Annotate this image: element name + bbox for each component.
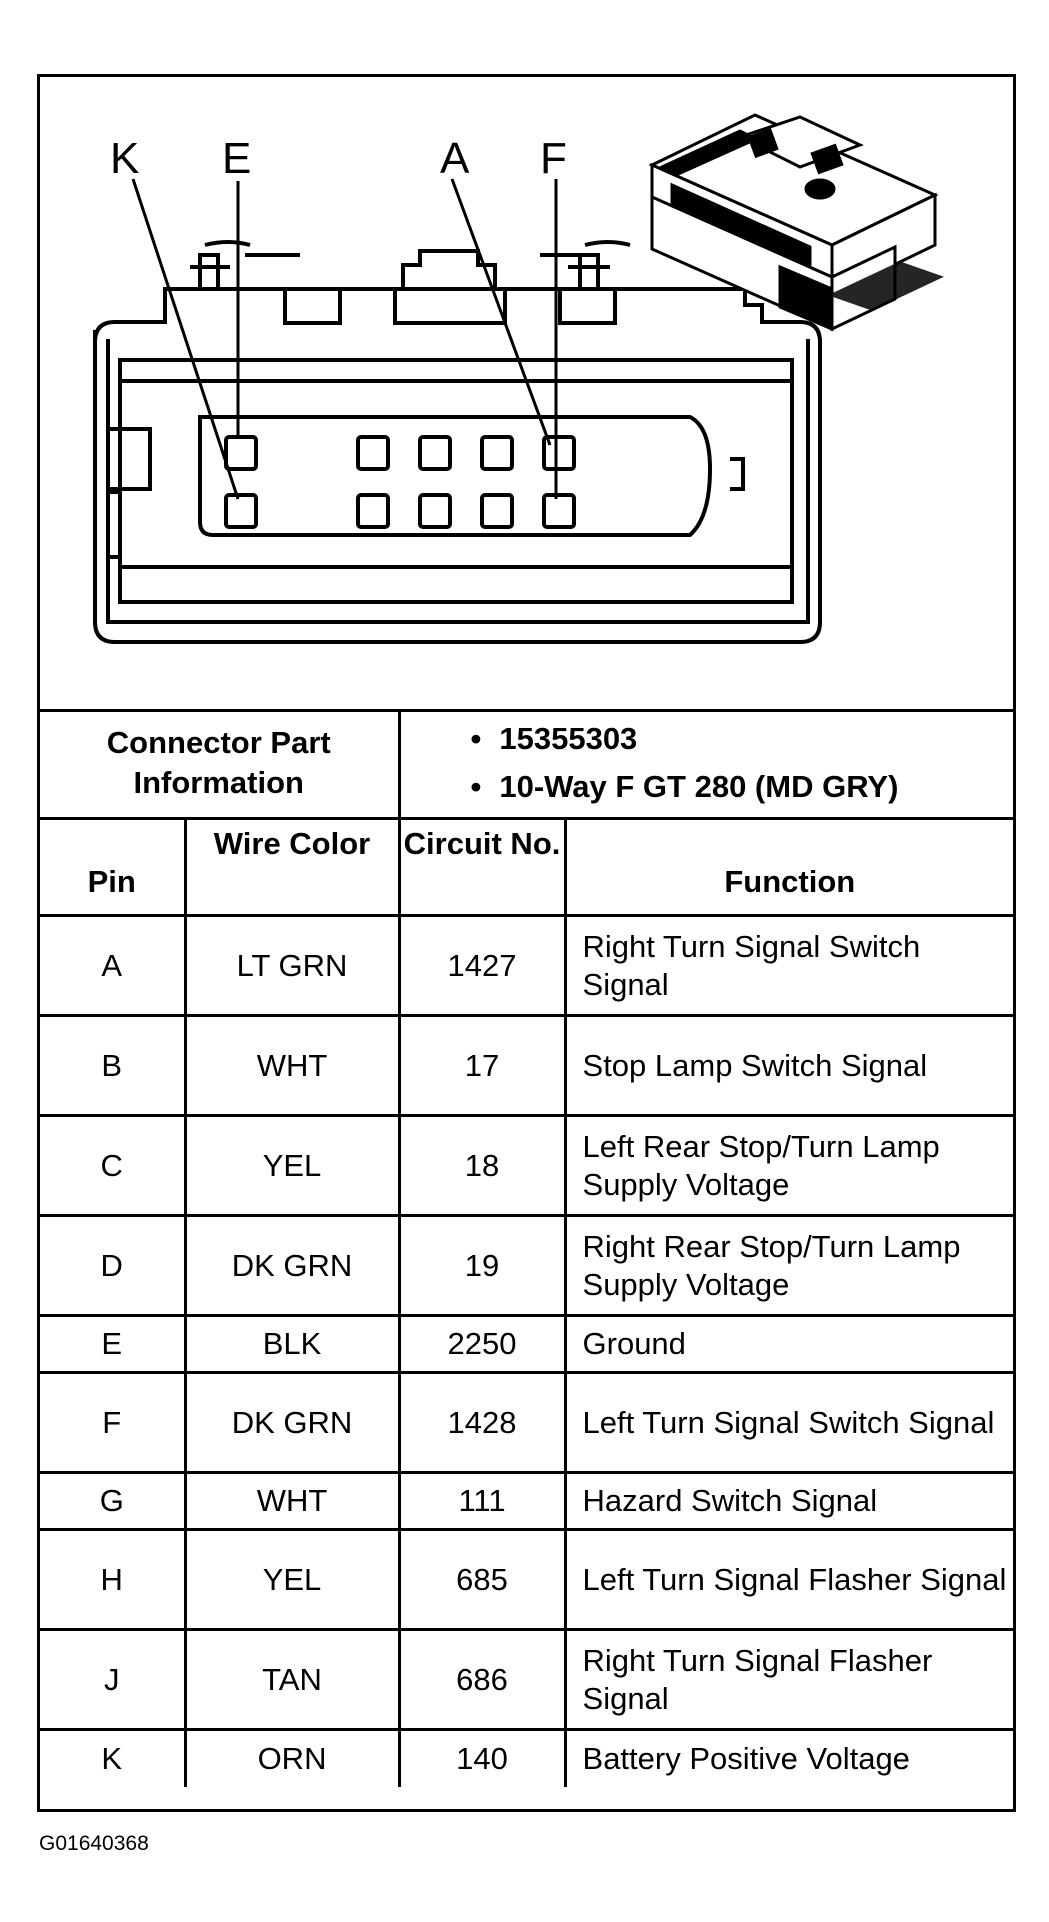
circuit-cell: 19 [397, 1214, 567, 1317]
function-cell: Right Turn Signal Flasher Signal [563, 1628, 1014, 1731]
header-pin: Pin [40, 817, 187, 917]
wire-color-cell: LT GRN [183, 915, 401, 1017]
function-cell: Stop Lamp Switch Signal [563, 1014, 1014, 1117]
circuit-cell: 685 [397, 1528, 567, 1631]
wire-color-cell: TAN [183, 1628, 401, 1731]
function-cell: Battery Positive Voltage [563, 1728, 1014, 1787]
connector-diagram: K E A F [40, 77, 1013, 712]
pin-cell: J [40, 1628, 187, 1731]
header-function: Function [563, 817, 1014, 917]
pin-cavity [418, 435, 452, 471]
pin-cell: F [40, 1371, 187, 1474]
function-cell: Left Turn Signal Switch Signal [563, 1371, 1014, 1474]
leader-line-k [131, 178, 240, 500]
circuit-cell: 686 [397, 1628, 567, 1731]
function-cell: Right Turn Signal Switch Signal [563, 915, 1014, 1017]
pin-cavity [542, 435, 576, 471]
connector-part-info-row: Connector Part Information 15355303 10-W… [40, 709, 1014, 820]
circuit-cell: 1428 [397, 1371, 567, 1474]
circuit-cell: 111 [397, 1471, 567, 1531]
figure-id: G01640368 [39, 1832, 149, 1855]
connector-isometric-view [648, 113, 944, 332]
function-cell: Left Rear Stop/Turn Lamp Supply Voltage [563, 1114, 1014, 1217]
table-header-row: Pin Wire Color Circuit No. Function [40, 817, 1014, 917]
pin-cavity [542, 493, 576, 529]
wire-color-cell: WHT [183, 1014, 401, 1117]
leader-line-a [450, 178, 552, 446]
pin-label-k: K [110, 134, 139, 183]
pin-cavity [480, 493, 514, 529]
pin-cell: A [40, 915, 187, 1017]
wire-color-cell: YEL [183, 1114, 401, 1217]
wire-color-cell: DK GRN [183, 1371, 401, 1474]
part-number: 15355303 [471, 715, 1014, 763]
pin-label-f: F [540, 134, 567, 183]
pin-cell: E [40, 1314, 187, 1374]
pin-cell: B [40, 1014, 187, 1117]
header-wire-color: Wire Color [183, 817, 401, 917]
connector-part-info-label: Connector Part Information [40, 709, 401, 820]
circuit-cell: 17 [397, 1014, 567, 1117]
connector-face-drawing: K E A F [93, 113, 944, 644]
circuit-cell: 18 [397, 1114, 567, 1217]
pin-cell: D [40, 1214, 187, 1317]
function-cell: Right Rear Stop/Turn Lamp Supply Voltage [563, 1214, 1014, 1317]
connector-sheet: K E A F [37, 74, 1016, 1812]
wire-color-cell: ORN [183, 1728, 401, 1787]
wire-color-cell: WHT [183, 1471, 401, 1531]
pin-cavity [418, 493, 452, 529]
pin-cell: G [40, 1471, 187, 1531]
connector-description: 10-Way F GT 280 (MD GRY) [471, 763, 1014, 811]
connector-part-info-list: 15355303 10-Way F GT 280 (MD GRY) [397, 709, 1014, 820]
pin-cell: H [40, 1528, 187, 1631]
function-cell: Left Turn Signal Flasher Signal [563, 1528, 1014, 1631]
pin-cavity [356, 435, 390, 471]
circuit-cell: 140 [397, 1728, 567, 1787]
pin-cavity [356, 493, 390, 529]
pin-cavity [480, 435, 514, 471]
pin-cell: C [40, 1114, 187, 1217]
pin-function-table: Connector Part Information 15355303 10-W… [40, 709, 1014, 1787]
pin-cavity [224, 493, 258, 529]
wire-color-cell: DK GRN [183, 1214, 401, 1317]
pin-cavity [224, 435, 258, 471]
wire-color-cell: BLK [183, 1314, 401, 1374]
pin-cell: K [40, 1728, 187, 1787]
circuit-cell: 1427 [397, 915, 567, 1017]
wire-color-cell: YEL [183, 1528, 401, 1631]
function-cell: Ground [563, 1314, 1014, 1374]
pin-label-e: E [222, 134, 251, 183]
circuit-cell: 2250 [397, 1314, 567, 1374]
pin-label-a: A [440, 134, 470, 183]
function-cell: Hazard Switch Signal [563, 1471, 1014, 1531]
header-circuit-no: Circuit No. [397, 817, 567, 917]
